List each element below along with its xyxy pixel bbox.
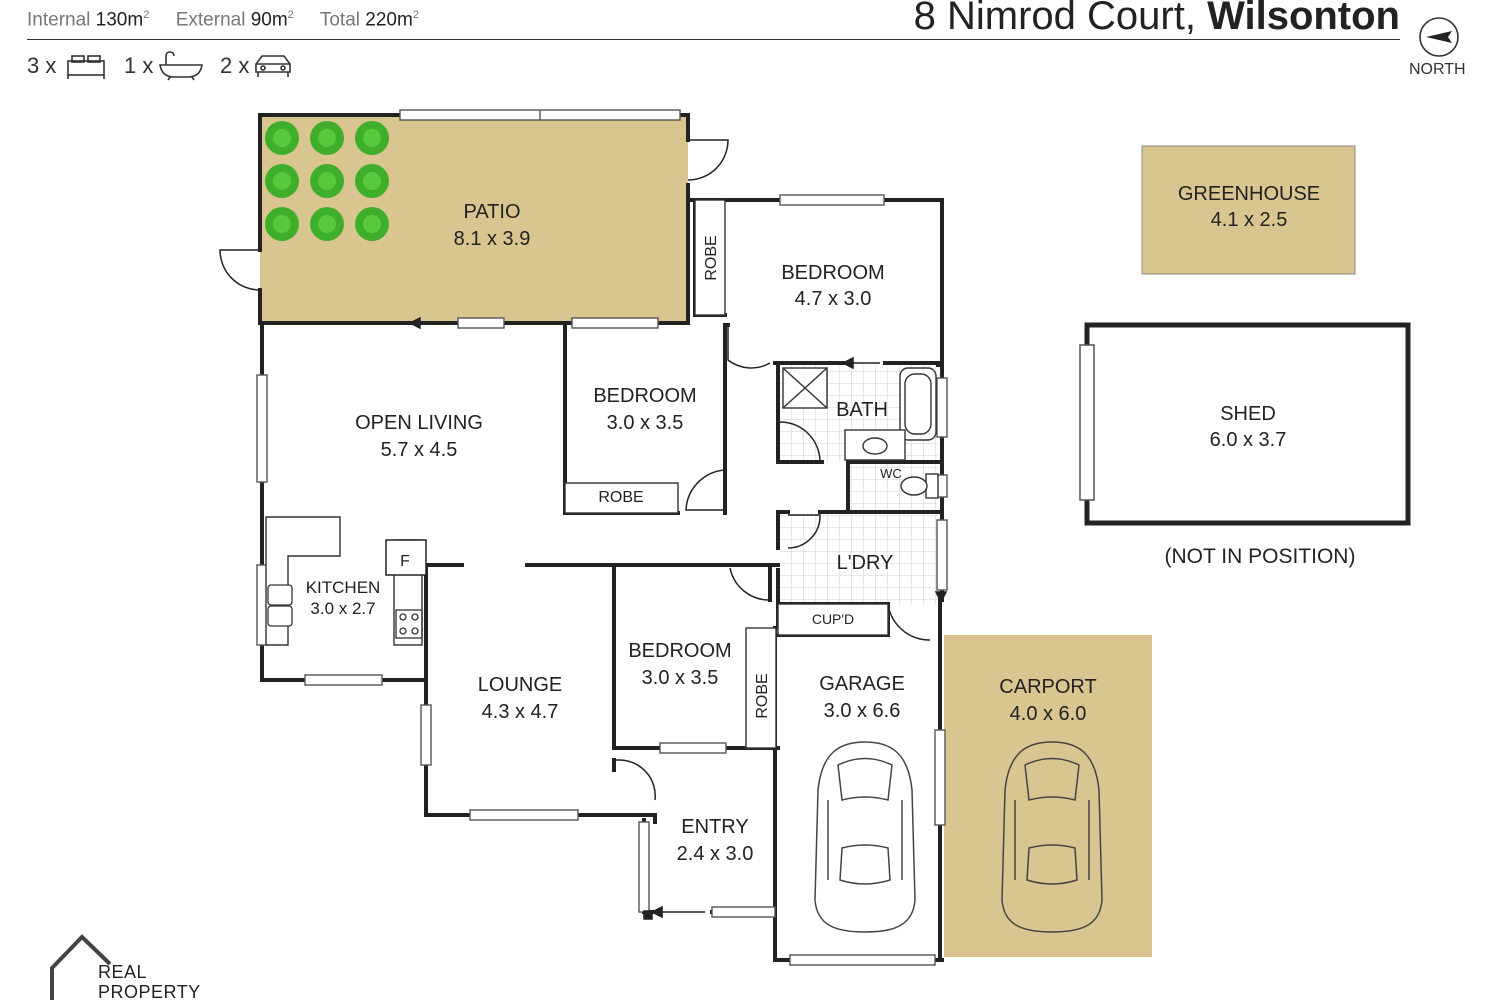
tree-icon <box>265 164 299 198</box>
lounge-size: 4.3 x 4.7 <box>482 701 559 723</box>
kitchen-size: 3.0 x 2.7 <box>310 599 375 618</box>
laundry-tiles <box>780 515 938 605</box>
tree-icon <box>265 207 299 241</box>
doors <box>219 139 931 801</box>
car-count: 2 x <box>220 53 250 78</box>
lounge-label: LOUNGE <box>478 674 562 696</box>
suburb: Wilsonton <box>1207 0 1400 38</box>
robe-label-bedroom2: ROBE <box>598 489 643 506</box>
carport-label: CARPORT <box>999 676 1096 698</box>
tree-icon <box>355 121 389 155</box>
cupboard <box>777 603 889 636</box>
entry-label: ENTRY <box>681 816 748 838</box>
shed-outline <box>1084 322 1411 526</box>
bath-label: BATH <box>836 399 888 421</box>
toilet-icon <box>900 473 939 499</box>
carport-car-icon <box>1001 741 1103 933</box>
garage-label: GARAGE <box>819 673 905 695</box>
car-icon <box>255 55 291 77</box>
bath-icon <box>159 51 203 81</box>
bedroom1-label: BEDROOM <box>781 262 884 284</box>
logo-icon <box>50 934 112 1000</box>
robe-bedroom2 <box>564 482 679 514</box>
laundry-label: L'DRY <box>837 552 894 574</box>
garden-trees <box>265 121 389 241</box>
external-label: External <box>175 9 246 31</box>
shower-icon <box>782 367 828 409</box>
kitchen-label: KITCHEN <box>306 578 381 597</box>
tree-icon <box>310 164 344 198</box>
bedroom3-size: 3.0 x 3.5 <box>642 667 719 689</box>
cooktop-icon <box>395 609 423 639</box>
north-label: NORTH <box>1409 61 1466 78</box>
external-value: 90m <box>250 9 288 31</box>
patio-size: 8.1 x 3.9 <box>454 228 531 250</box>
header-divider <box>27 39 1400 40</box>
bed-count: 3 x <box>27 53 57 78</box>
open-living-label: OPEN LIVING <box>355 412 483 434</box>
cupboard-label: CUP'D <box>812 611 854 627</box>
robe-bedroom3 <box>745 627 777 749</box>
patio-label: PATIO <box>463 201 520 223</box>
tree-icon <box>355 164 389 198</box>
shed-label: SHED <box>1220 403 1276 425</box>
bedroom2-size: 3.0 x 3.5 <box>607 412 684 434</box>
total-value: 220m <box>365 9 413 31</box>
wc-label: WC <box>880 466 902 481</box>
tree-icon <box>355 207 389 241</box>
vanity-icon <box>844 429 906 461</box>
shed-size: 6.0 x 3.7 <box>1210 429 1287 451</box>
fridge-space <box>385 539 427 576</box>
bath-count: 1 x <box>124 53 154 78</box>
windows <box>256 109 948 966</box>
internal-label: Internal <box>27 9 91 31</box>
garage-car-icon <box>814 741 916 933</box>
tree-icon <box>310 207 344 241</box>
bed-icon <box>67 55 105 79</box>
garage-size: 3.0 x 6.6 <box>824 700 901 722</box>
bedroom3-label: BEDROOM <box>628 640 731 662</box>
bathtub-icon <box>899 367 937 441</box>
entry-size: 2.4 x 3.0 <box>677 843 754 865</box>
company-logo: REAL PROPERTY <box>98 962 201 1002</box>
shed-note: (NOT IN POSITION) <box>1165 545 1356 568</box>
entry-arrows <box>408 316 948 920</box>
area-summary: Internal 130m2 External 90m2 Total 220m2 <box>27 9 419 31</box>
compass-icon <box>1419 17 1459 57</box>
shed-window <box>1079 344 1095 501</box>
greenhouse-label: GREENHOUSE <box>1178 183 1320 205</box>
robe-label-bedroom3: ROBE <box>754 673 771 718</box>
total-label: Total <box>319 9 360 31</box>
bedroom2-label: BEDROOM <box>593 385 696 407</box>
bedroom1-size: 4.7 x 3.0 <box>795 288 872 310</box>
tree-icon <box>310 121 344 155</box>
greenhouse-size: 4.1 x 2.5 <box>1211 209 1288 231</box>
carport-size: 4.0 x 6.0 <box>1010 703 1087 725</box>
sink-icon <box>267 584 293 627</box>
property-address: 8 Nimrod Court, Wilsonton <box>914 0 1400 39</box>
tree-icon <box>265 121 299 155</box>
fridge-label: F <box>400 553 410 570</box>
robe-label-bedroom1: ROBE <box>703 235 720 280</box>
greenhouse-area <box>1141 145 1356 275</box>
internal-value: 130m <box>95 9 144 31</box>
robe-bedroom1 <box>694 199 726 316</box>
open-living-size: 5.7 x 4.5 <box>381 439 458 461</box>
